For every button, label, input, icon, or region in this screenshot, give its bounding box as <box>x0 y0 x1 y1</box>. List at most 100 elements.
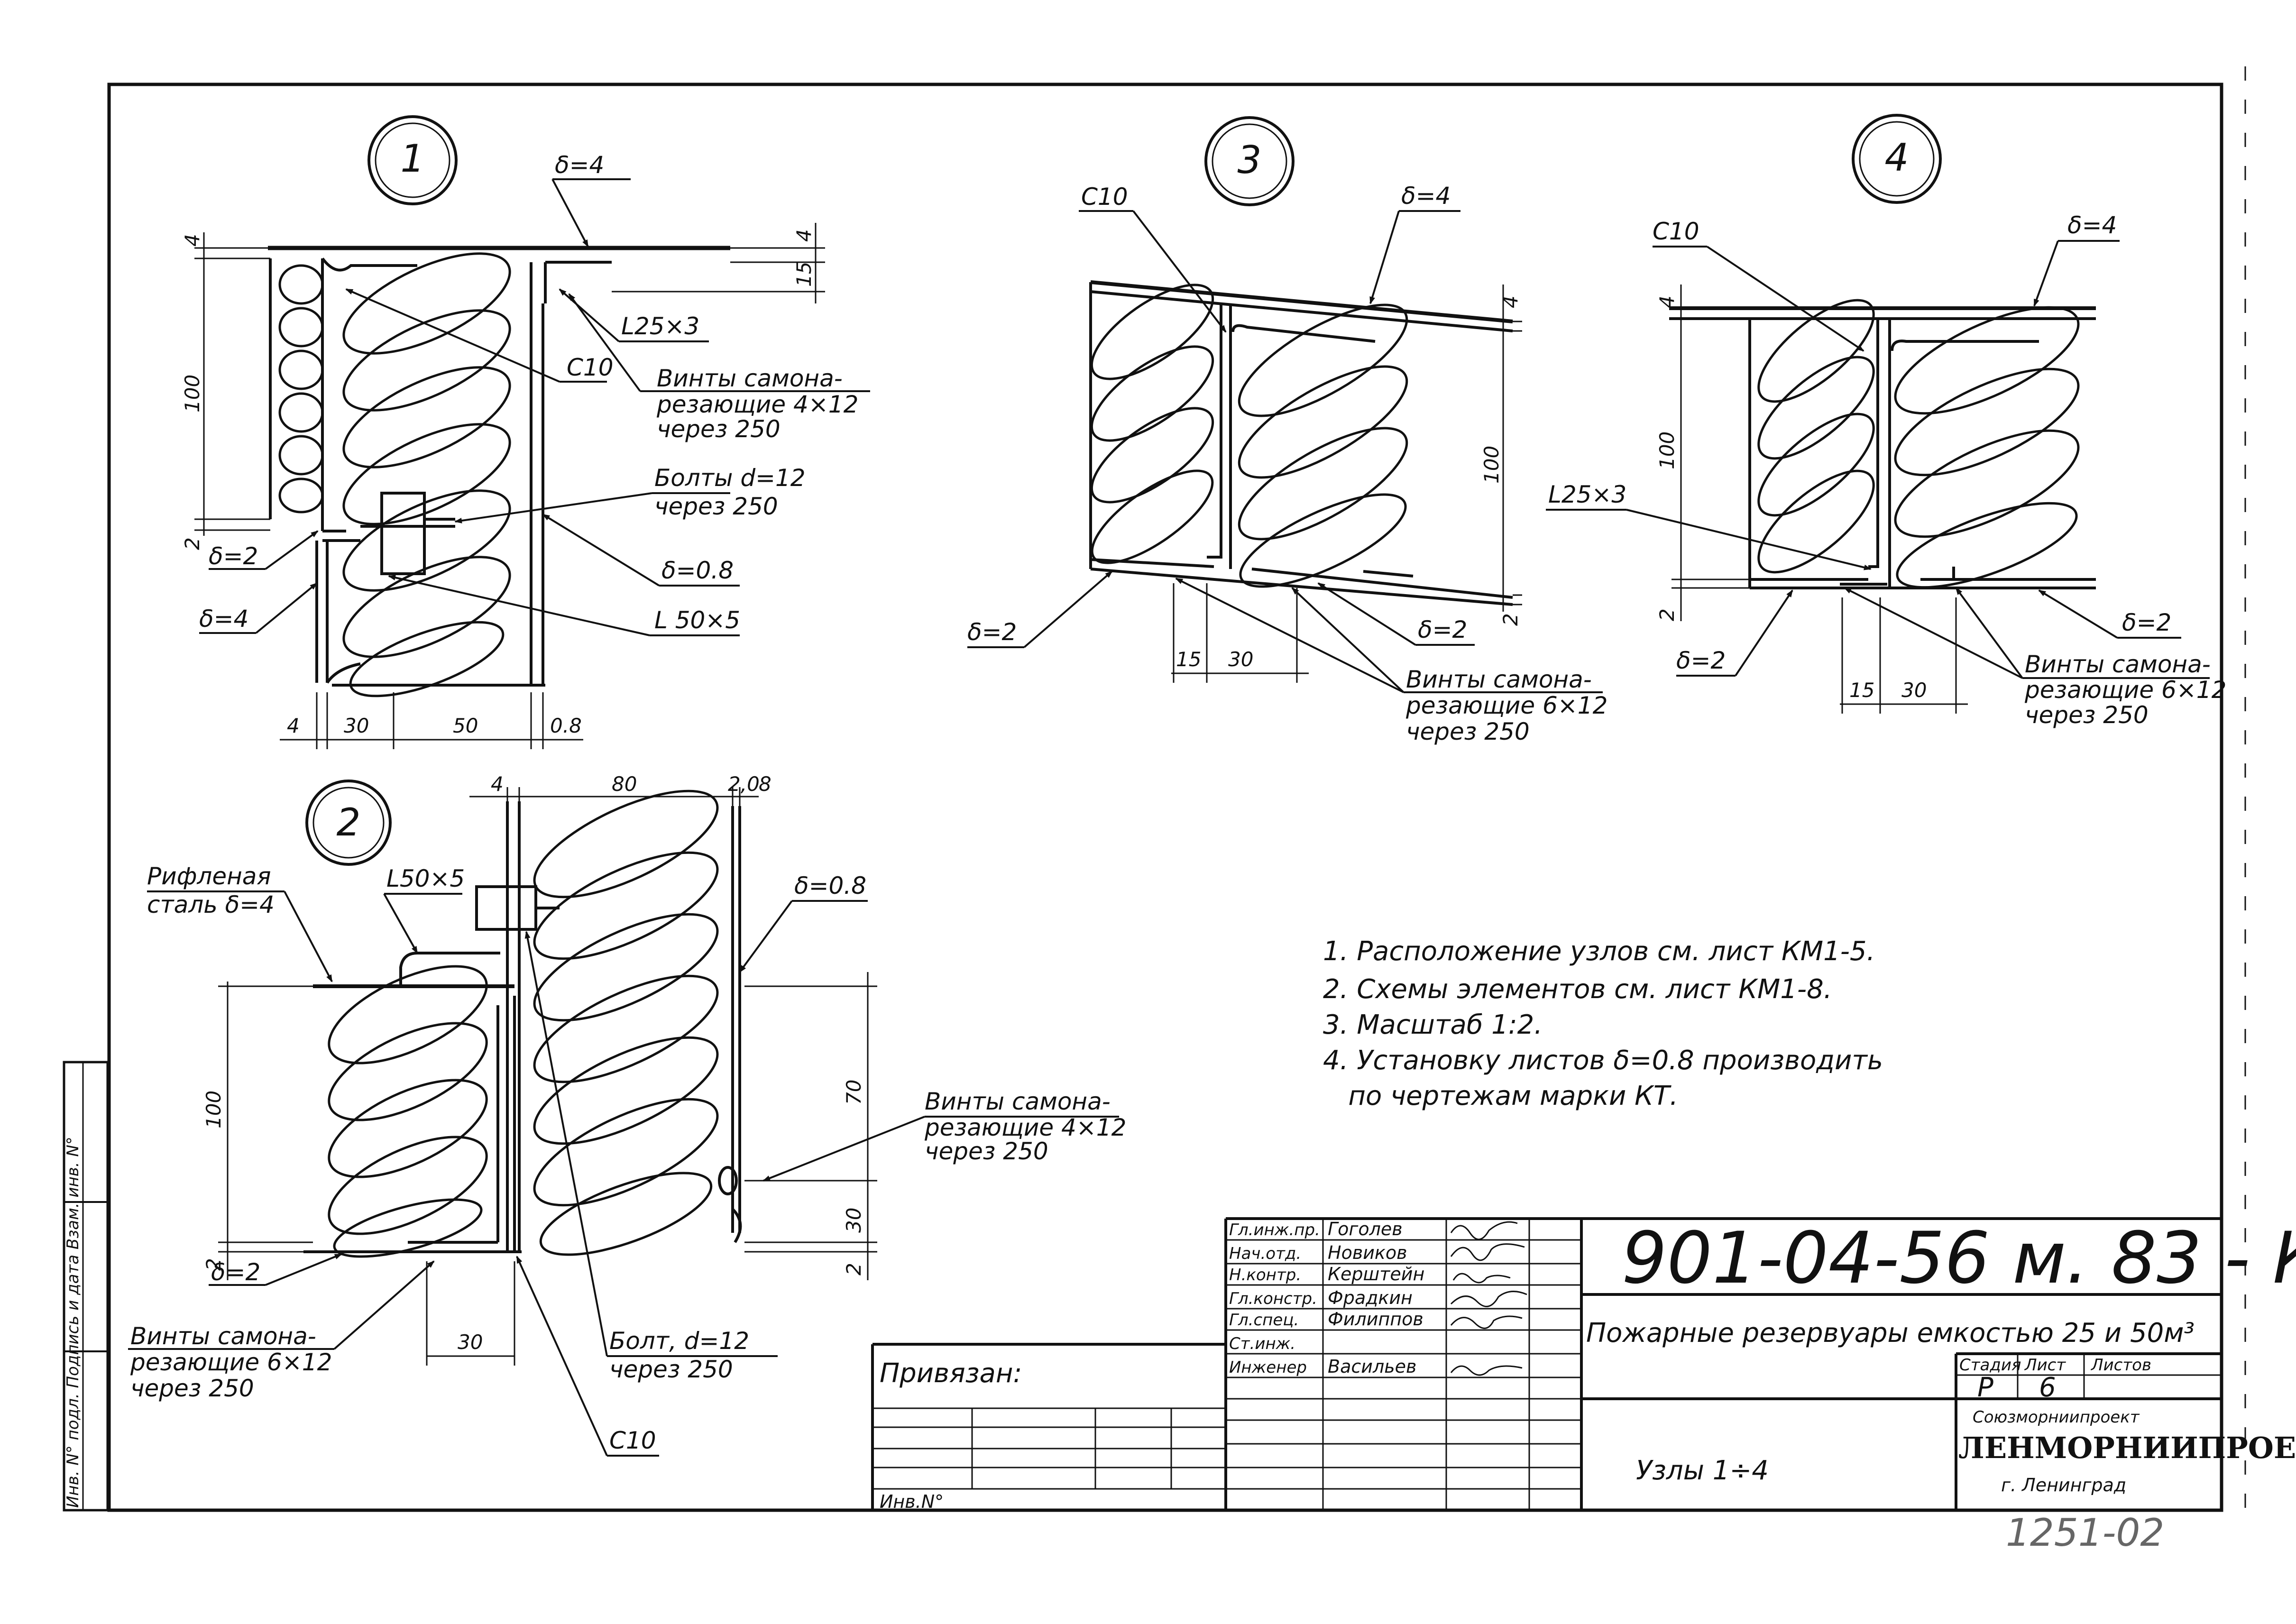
node-1-dim-b08: 0.8 <box>550 714 582 737</box>
stage-value: Р <box>1977 1372 1993 1403</box>
node-4-channel: C10 <box>1653 218 1699 245</box>
inv-label: Инв.N° <box>880 1491 944 1512</box>
node-4-dim-b15: 15 <box>1849 679 1874 702</box>
node-3-screws-3: через 250 <box>1406 718 1530 745</box>
staff-name-5: Филиппов <box>1328 1309 1424 1330</box>
notes: 1. Расположение узлов см. лист КМ1-5. 2.… <box>1323 936 1883 1111</box>
node-2-circle <box>305 780 392 866</box>
node-4-angle: L25×3 <box>1548 481 1626 508</box>
node-3-number: 3 <box>1238 138 1262 182</box>
node-2-delta-08: δ=0.8 <box>794 872 866 899</box>
node-3-structure <box>1089 280 1513 606</box>
node-4-screws-1: Винты самона- <box>2025 651 2211 678</box>
side-stamp: Инв. N° подл. Подпись и дата Взам. инв. … <box>63 1061 109 1512</box>
node-2-screws-right-3: через 250 <box>925 1138 1048 1165</box>
node-2-screws-right-2: резающие 4×12 <box>924 1114 1126 1141</box>
node-4-dim-b30: 30 <box>1901 679 1927 702</box>
staff-role-5: Гл.спец. <box>1229 1311 1299 1330</box>
node-2-dim-h30: 30 <box>842 1208 865 1233</box>
node-1-screws-3: через 250 <box>657 415 781 443</box>
node-3-screws-1: Винты самона- <box>1406 666 1592 693</box>
node-2-dim-t4: 4 <box>491 772 504 796</box>
note-1: 1. Расположение узлов см. лист КМ1-5. <box>1323 936 1875 967</box>
node-4-insulation <box>1757 299 2080 589</box>
col-sheet: Лист <box>2024 1356 2066 1375</box>
node-1-delta-top: δ=4 <box>555 151 604 179</box>
node-2-dim-t8: 8 <box>759 772 771 796</box>
node-4: 4 <box>1546 114 2226 729</box>
node-3-delta-2-left: δ=2 <box>967 618 1017 646</box>
node-2-dim-h70: 70 <box>842 1080 865 1105</box>
node-1-channel: C10 <box>567 354 614 381</box>
node-1: 1 <box>181 115 870 749</box>
node-2-dim-r2: 2 <box>842 1263 865 1275</box>
node-4-dim-l4: 4 <box>1655 295 1679 308</box>
node-3-dim-b30: 30 <box>1228 648 1253 671</box>
node-2-dim-l2: 2 <box>202 1258 225 1271</box>
node-4-delta-2-right: δ=2 <box>2122 609 2171 636</box>
node-1-delta-08: δ=0.8 <box>661 557 734 584</box>
node-2-screws-left-3: через 250 <box>130 1375 254 1402</box>
doc-code: 901-04-56 м. 83 - КМ1 <box>1622 1217 2296 1300</box>
node-1-dim-b50: 50 <box>453 714 478 737</box>
node-3-dim-r2: 2 <box>1499 613 1522 626</box>
staff-role-6: Ст.инж. <box>1229 1334 1295 1353</box>
node-1-dim-right4: 4 <box>792 229 816 242</box>
node-3-circle <box>1204 116 1295 206</box>
staff-role-7: Инженер <box>1229 1358 1307 1377</box>
staff-role-3: Н.контр. <box>1229 1266 1301 1285</box>
node-3-channel: C10 <box>1081 183 1128 211</box>
node-1-screws-1: Винты самона- <box>657 365 843 392</box>
staff-role-1: Гл.инж.пр. <box>1229 1220 1320 1239</box>
node-3-dim-b15: 15 <box>1176 648 1201 671</box>
node-1-structure <box>268 246 730 687</box>
node-1-bolts-2: через 250 <box>654 493 778 520</box>
node-4-circle <box>1852 114 1942 204</box>
node-2-channel: C10 <box>609 1427 656 1454</box>
title-block: Гл.инж.пр. Гоголев Нач.отд. Новиков Н.ко… <box>871 1217 2296 1555</box>
note-4: 4. Установку листов δ=0.8 производить <box>1323 1045 1883 1076</box>
node-3-dim-r100: 100 <box>1480 446 1503 484</box>
node-2-dim-t80: 80 <box>612 772 637 796</box>
node-1-dim-right15: 15 <box>792 262 816 287</box>
staff-role-2: Нач.отд. <box>1229 1244 1301 1263</box>
stamp-number: 1251-02 <box>2006 1511 2164 1555</box>
node-2-delta-2: δ=2 <box>211 1258 260 1286</box>
sheet-value: 6 <box>2039 1372 2056 1403</box>
node-1-bolts-1: Болты d=12 <box>654 464 806 492</box>
node-1-number: 1 <box>401 137 425 181</box>
node-1-screws-2: резающие 4×12 <box>656 391 858 418</box>
node-1-dim-b4: 4 <box>287 714 300 737</box>
node-4-delta-2-left: δ=2 <box>1676 647 1726 674</box>
org-line-1: Союзморниипроект <box>1973 1408 2140 1427</box>
signatures <box>1450 1221 1527 1376</box>
node-3-dim-r4: 4 <box>1499 295 1522 308</box>
node-4-dim-l2: 2 <box>1655 608 1679 621</box>
node-1-dim-top4: 4 <box>181 234 204 247</box>
staff-name-7: Васильев <box>1328 1356 1416 1377</box>
node-2-ribbed-1: Рифленая <box>147 862 271 890</box>
staff-name-2: Новиков <box>1328 1242 1407 1263</box>
node-1-delta-4: δ=4 <box>199 605 248 633</box>
node-2-angle: L50×5 <box>386 865 465 892</box>
note-5: по чертежам марки КТ. <box>1323 1081 1678 1111</box>
node-2-screws-left-1: Винты самона- <box>130 1322 316 1350</box>
side-stamp-text: Инв. N° подл. Подпись и дата Взам. инв. … <box>64 1137 83 1508</box>
org-line-3: г. Ленинград <box>2001 1475 2126 1496</box>
note-3: 3. Масштаб 1:2. <box>1323 1009 1543 1040</box>
node-4-screws-3: через 250 <box>2025 701 2149 729</box>
staff-name-3: Керштейн <box>1328 1264 1424 1285</box>
node-3: 3 <box>967 116 1607 745</box>
node-3-insulation <box>1090 284 1408 588</box>
tied-label: Привязан: <box>880 1358 1022 1389</box>
staff-name-1: Гоголев <box>1328 1219 1403 1239</box>
sheet-title: Узлы 1÷4 <box>1636 1455 1769 1486</box>
node-4-dim-l100: 100 <box>1655 431 1679 469</box>
node-2-insulation <box>328 789 719 1258</box>
node-2-dim-b30: 30 <box>458 1330 483 1354</box>
col-sheets: Листов <box>2090 1356 2151 1375</box>
node-1-dim-b30: 30 <box>344 714 369 737</box>
node-2-ribbed-2: сталь δ=4 <box>147 891 275 918</box>
node-2-bolt-1: Болт, d=12 <box>609 1327 749 1355</box>
